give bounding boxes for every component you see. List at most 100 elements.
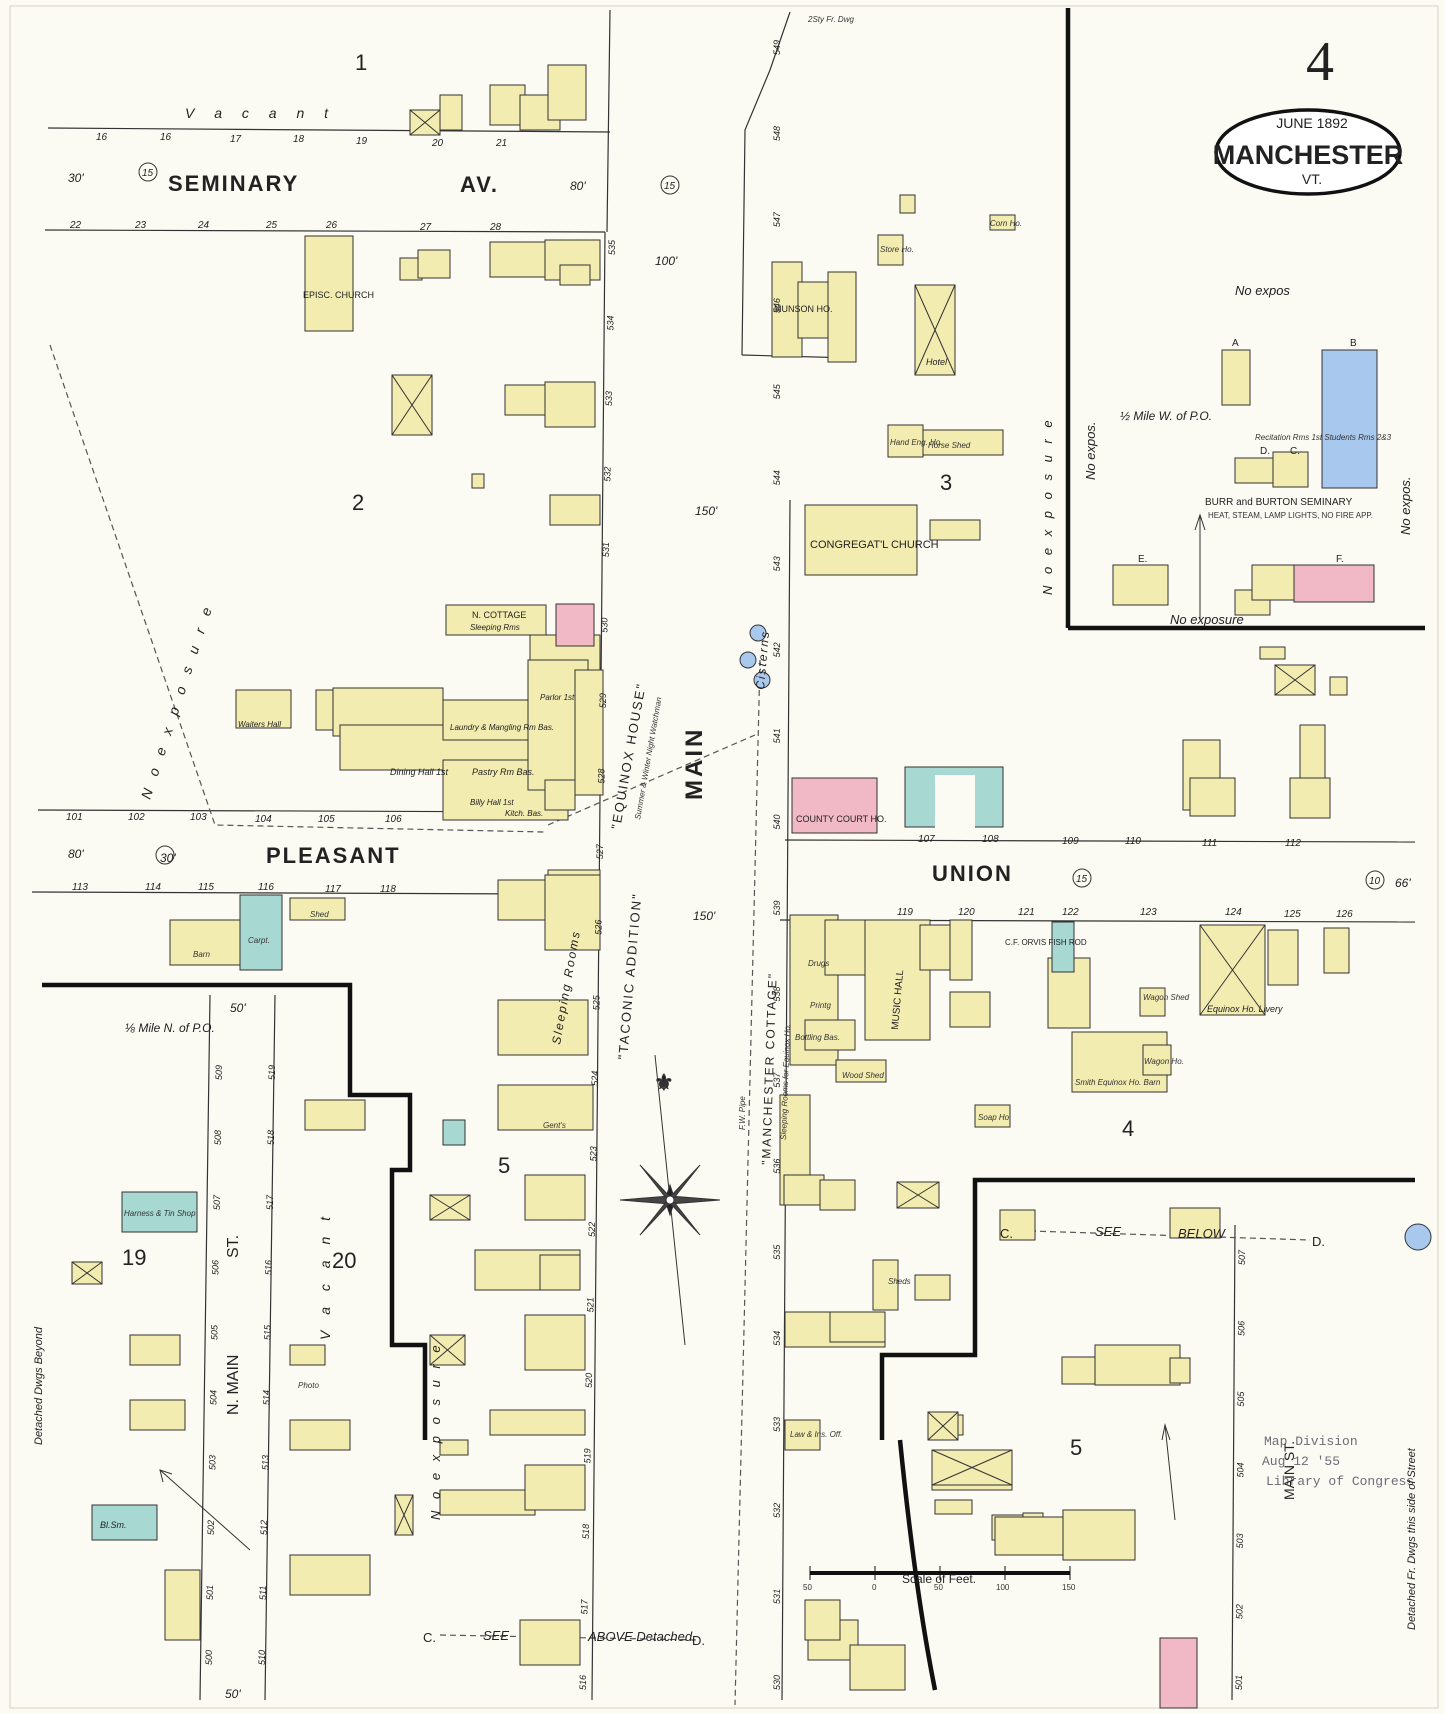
label-billy-hall: Billy Hall 1st — [470, 798, 514, 807]
lot-number: 538 — [772, 987, 782, 1002]
lot-number: 18 — [293, 134, 305, 145]
lot-number: 531 — [601, 542, 611, 557]
scale-tick-4: 150 — [1062, 1583, 1076, 1592]
lot-number: 508 — [213, 1130, 223, 1145]
lot-number: 28 — [489, 222, 502, 233]
lot-number: 25 — [265, 220, 278, 231]
lot-number: 506 — [1237, 1321, 1247, 1336]
lot-number: 517 — [580, 1598, 590, 1614]
lot-number: 530 — [599, 618, 609, 633]
label-carpt: Carpt. — [248, 936, 270, 945]
lot-number: 108 — [982, 834, 999, 845]
label-wagon-ho: Wagon Ho. — [1144, 1057, 1184, 1066]
lot-number: 519 — [583, 1448, 593, 1463]
lot-number: 535 — [607, 239, 617, 255]
lot-number: 23 — [134, 220, 147, 231]
see-d: D. — [692, 1633, 705, 1648]
lot-number: 123 — [1140, 907, 1157, 918]
lot-number: 107 — [918, 834, 935, 845]
lot-number: 124 — [1225, 907, 1242, 918]
scale-title: Scale of Feet. — [902, 1572, 976, 1586]
stamp-line-2: Aug 12 '55 — [1262, 1454, 1340, 1469]
label-equinox-livery: Equinox Ho. Livery — [1207, 1004, 1283, 1014]
water-mains — [138, 162, 1385, 890]
label-sleeping-rms: Sleeping Rms — [470, 623, 520, 632]
lot-number: 105 — [318, 814, 335, 825]
width-union: 66' — [1395, 876, 1411, 890]
lot-number: 112 — [1285, 838, 1301, 849]
lot-number: 101 — [66, 812, 83, 823]
label-soap: Soap Ho. — [978, 1113, 1011, 1122]
lot-number: 534 — [772, 1331, 782, 1346]
no-expos-sem-west: No expos. — [1083, 421, 1098, 480]
fireproof-buildings — [739, 349, 1432, 1251]
lot-number: 544 — [772, 470, 782, 485]
label-harness: Harness & Tin Shop — [124, 1209, 196, 1218]
lot-number: 501 — [1234, 1675, 1244, 1690]
street-main-st: MAIN ST. — [1281, 1441, 1297, 1500]
lot-number: 521 — [586, 1297, 596, 1312]
mark-d: D. — [1260, 446, 1270, 457]
lot-number: 505 — [1236, 1391, 1246, 1407]
lot-number: 533 — [772, 1417, 782, 1432]
see-c: C. — [423, 1630, 436, 1645]
lot-number: 502 — [1235, 1604, 1245, 1619]
stamp-line-1: Map Division — [1264, 1434, 1358, 1449]
lot-number: 507 — [1237, 1249, 1247, 1265]
lot-number: 27 — [419, 222, 432, 233]
lot-number: 518 — [266, 1130, 276, 1145]
label-county-court: COUNTY COURT HO. — [796, 814, 887, 824]
no-exposure-east: N o e x p o s u r e — [1040, 416, 1055, 595]
lot-number: 548 — [772, 126, 782, 141]
detached-this-side: Detached Fr. Dwgs this side of Street — [1406, 1447, 1418, 1630]
lot-number: 532 — [602, 467, 612, 482]
lot-numbers-top: 16 16 17 18 19 20 21 — [96, 132, 507, 149]
title-cartouche: 4 JUNE 1892 MANCHESTER VT. — [1213, 31, 1403, 196]
scale-tick-2: 50 — [934, 1583, 943, 1592]
lot-number: 518 — [581, 1524, 591, 1539]
block-5-west: 5 — [498, 1153, 510, 1178]
scale-tick-3: 100 — [996, 1583, 1010, 1592]
lot-number: 19 — [356, 136, 368, 147]
lot-numbers-pleasant-s: 113 114 115 116 117 118 — [72, 882, 396, 895]
lot-number: 542 — [772, 642, 782, 657]
see-above-2: ABOVE Detached. — [587, 1629, 696, 1644]
lot-number: 24 — [197, 220, 210, 231]
lot-number: 126 — [1336, 909, 1353, 920]
note-2sty: 2Sty Fr. Dwg — [807, 15, 854, 24]
street-main: MAIN — [681, 727, 708, 800]
no-exposure-sem-south: No exposure — [1170, 612, 1244, 627]
lot-number: 545 — [772, 383, 782, 399]
main-15-b: 15 — [664, 181, 676, 192]
sheet-border — [9, 5, 1439, 1709]
label-photo: Photo — [298, 1381, 319, 1390]
label-n-cottage: N. COTTAGE — [472, 610, 526, 620]
distance-west: ½ Mile W. of P.O. — [1120, 409, 1212, 423]
lot-number: 505 — [210, 1324, 220, 1340]
lot-number: 539 — [772, 900, 782, 915]
lot-number: 507 — [212, 1194, 222, 1210]
lot-numbers-main-east: 5495485475465455445435425415405395385375… — [772, 40, 782, 1690]
lot-numbers-seminary: 22 23 24 25 26 27 28 — [69, 220, 502, 233]
mark-b: B — [1350, 338, 1357, 349]
block-1: 1 — [355, 50, 367, 75]
mark-f: F. — [1336, 554, 1344, 565]
label-episc-church: EPISC. CHURCH — [303, 290, 374, 300]
main-10: 10 — [1369, 876, 1381, 887]
block-20: 20 — [332, 1248, 356, 1273]
court-gap — [935, 775, 975, 830]
lot-number: 510 — [257, 1650, 267, 1665]
label-sheds: Sheds — [888, 1277, 911, 1286]
lot-number: 523 — [589, 1146, 599, 1161]
lot-number: 528 — [596, 769, 606, 784]
lot-number: 116 — [258, 882, 274, 893]
lot-numbers-pleasant-n: 101 102 103 104 105 106 — [66, 812, 402, 825]
state-name: VT. — [1302, 171, 1322, 187]
see-d2: D. — [1312, 1234, 1325, 1249]
scale-bar — [809, 1566, 1071, 1580]
lot-number: 524 — [590, 1071, 600, 1086]
mark-a: A — [1232, 338, 1239, 349]
